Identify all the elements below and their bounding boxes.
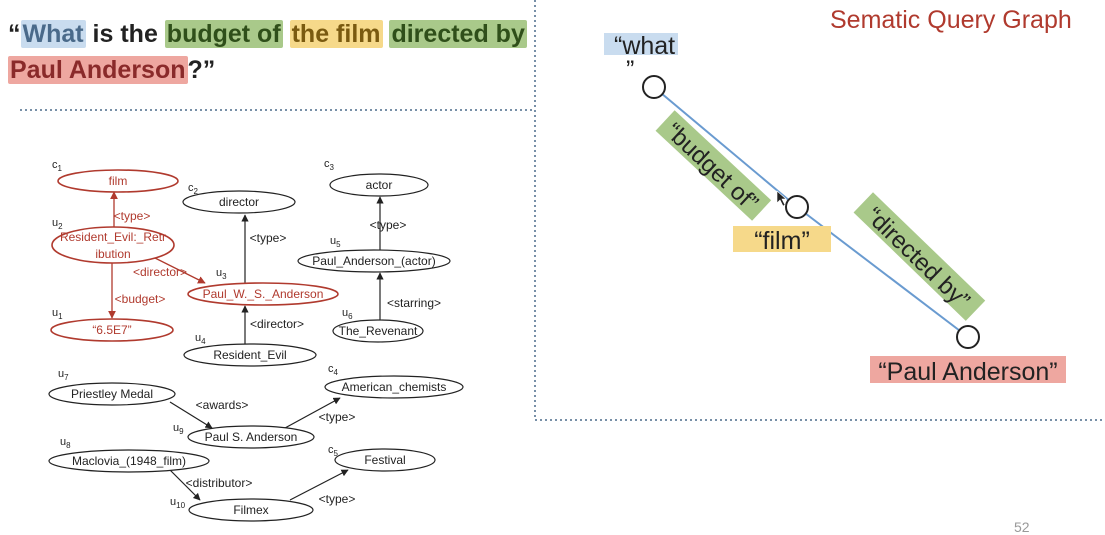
sqg-edge-label-budget-of-group: “budget of” bbox=[655, 110, 772, 221]
kg-edge-label-u6-u5: <starring> bbox=[387, 296, 441, 310]
question-line-1: “What is the budget of the film directed… bbox=[8, 20, 527, 49]
kg-node-c4 bbox=[324, 375, 464, 399]
kg-node-u2-label-2: ibution bbox=[95, 247, 130, 261]
kg-node-u8-label: Maclovia_(1948_film) bbox=[72, 454, 186, 468]
kg-node-c5-label: Festival bbox=[364, 453, 405, 467]
kg-node-u5 bbox=[297, 249, 451, 273]
sqg-edge-budget-of bbox=[654, 87, 798, 208]
kg-edge-u10-c5 bbox=[289, 469, 349, 501]
kg-id-c2: c2 bbox=[188, 182, 199, 196]
question-phrase-budget-of: budget of bbox=[164, 20, 283, 48]
kg-node-u9-label: Paul S. Anderson bbox=[205, 430, 298, 444]
kg-node-u4-label: Resident_Evil bbox=[213, 348, 286, 362]
sqg-node-film-label: “film” bbox=[754, 227, 810, 255]
kg-id-u2: u2 bbox=[52, 217, 63, 231]
kg-id-u8: u8 bbox=[60, 436, 71, 450]
kg-id-u1: u1 bbox=[52, 307, 63, 321]
kg-node-u10-label: Filmex bbox=[233, 503, 268, 517]
kg-edge-label-u2-c1: <type> bbox=[114, 209, 151, 223]
kg-node-u1-label: “6.5E7” bbox=[92, 323, 131, 337]
kg-id-u6: u6 bbox=[342, 307, 353, 321]
question-phrase-directed-by: directed by bbox=[389, 20, 527, 48]
kg-id-u3: u3 bbox=[216, 267, 227, 281]
kg-node-c1-label: film bbox=[109, 174, 128, 188]
kg-id-c1: c1 bbox=[52, 159, 63, 173]
kg-id-c5: c5 bbox=[328, 444, 339, 458]
kg-id-c3: c3 bbox=[324, 158, 335, 172]
kg-node-c1 bbox=[57, 169, 179, 193]
kg-node-u4 bbox=[183, 343, 317, 367]
kg-node-u5-label: Paul_Anderson_(actor) bbox=[312, 254, 435, 268]
kg-edge-label-u2-u1: <budget> bbox=[115, 292, 166, 306]
kg-edge-label-u10-c5: <type> bbox=[319, 492, 356, 506]
kg-edge-label-u4-u3: <director> bbox=[250, 317, 304, 331]
sqg-budget-of-highlight bbox=[655, 110, 772, 221]
kg-edge-u8-u10 bbox=[169, 469, 201, 501]
kg-edge-label-u8-u10: <distributor> bbox=[186, 476, 253, 490]
kg-edge-label-u7-u9: <awards> bbox=[196, 398, 249, 412]
sqg-directed-by-highlight bbox=[853, 192, 986, 321]
sqg-node-paul-anderson bbox=[956, 325, 980, 349]
kg-node-u9 bbox=[187, 425, 315, 449]
sqg-node-paul-anderson-label: “Paul Anderson” bbox=[878, 358, 1057, 386]
kg-id-u4: u4 bbox=[195, 332, 206, 346]
kg-node-u2 bbox=[51, 226, 175, 264]
sqg-paul-anderson-highlight bbox=[870, 356, 1066, 383]
kg-node-u7-label: Priestley Medal bbox=[71, 387, 153, 401]
kg-node-c2-label: director bbox=[219, 195, 259, 209]
kg-node-u1 bbox=[50, 318, 174, 342]
mouse-cursor-icon bbox=[776, 190, 787, 207]
kg-node-c3 bbox=[329, 173, 429, 197]
sqg-node-what-label-close: ” bbox=[626, 56, 634, 84]
kg-node-u10 bbox=[188, 498, 314, 522]
kg-id-c4: c4 bbox=[328, 363, 339, 377]
kg-edge-label-u5-c3: <type> bbox=[370, 218, 407, 232]
kg-id-u9: u9 bbox=[173, 422, 184, 436]
kg-node-u7 bbox=[48, 382, 176, 406]
kg-node-u3 bbox=[187, 282, 339, 306]
kg-edge-label-u2-u3: <director> bbox=[133, 265, 187, 279]
kg-edge-u2-u3 bbox=[154, 257, 206, 284]
sqg-edge-label-budget-of: “budget of” bbox=[660, 118, 763, 217]
kg-node-c2 bbox=[182, 190, 296, 214]
open-quote: “ bbox=[8, 20, 21, 48]
kg-node-u6 bbox=[332, 319, 424, 343]
kg-node-c3-label: actor bbox=[366, 178, 393, 192]
sqg-film-highlight bbox=[733, 226, 831, 252]
kg-node-ids: c1 u2 u1 c2 u3 u4 c3 u5 u6 u7 c4 u9 u8 c… bbox=[52, 158, 353, 510]
kg-edge-u7-u9 bbox=[169, 401, 213, 429]
question-phrase-the-film: the film bbox=[289, 20, 383, 48]
kg-node-c4-label: American_chemists bbox=[342, 380, 447, 394]
kg-node-u3-label: Paul_W._S._Anderson bbox=[203, 287, 324, 301]
question-entity-paul-anderson: Paul Anderson bbox=[8, 56, 188, 84]
close-quote: ?” bbox=[187, 56, 216, 84]
question-word-what: What bbox=[20, 20, 86, 48]
page-number: 52 bbox=[1014, 519, 1030, 535]
sqg-node-what-label: “what bbox=[614, 32, 675, 60]
kg-node-u2-label-1: Resident_Evil:_Retr bbox=[60, 230, 166, 244]
kg-id-u7: u7 bbox=[58, 368, 69, 382]
sqg-edge-label-directed-by-group: “directed by” bbox=[853, 192, 986, 321]
kg-node-u6-label: The_Revenant bbox=[339, 324, 418, 338]
kg-node-c5 bbox=[334, 448, 436, 472]
kg-id-u5: u5 bbox=[330, 235, 341, 249]
kg-edge-label-u9-c4: <type> bbox=[319, 410, 356, 424]
kg-id-u10: u10 bbox=[170, 496, 186, 510]
question-line-2: Paul Anderson?” bbox=[8, 56, 215, 85]
semantic-query-graph-title: Sematic Query Graph bbox=[830, 6, 1072, 34]
kg-edge-label-u3-c2: <type> bbox=[250, 231, 287, 245]
kg-node-u8 bbox=[48, 449, 210, 473]
question-text-is-the: is the bbox=[85, 20, 165, 48]
sqg-node-film bbox=[785, 195, 809, 219]
sqg-what-highlight bbox=[604, 33, 678, 55]
kg-edge-u9-c4 bbox=[284, 397, 341, 429]
sqg-node-what bbox=[642, 75, 666, 99]
